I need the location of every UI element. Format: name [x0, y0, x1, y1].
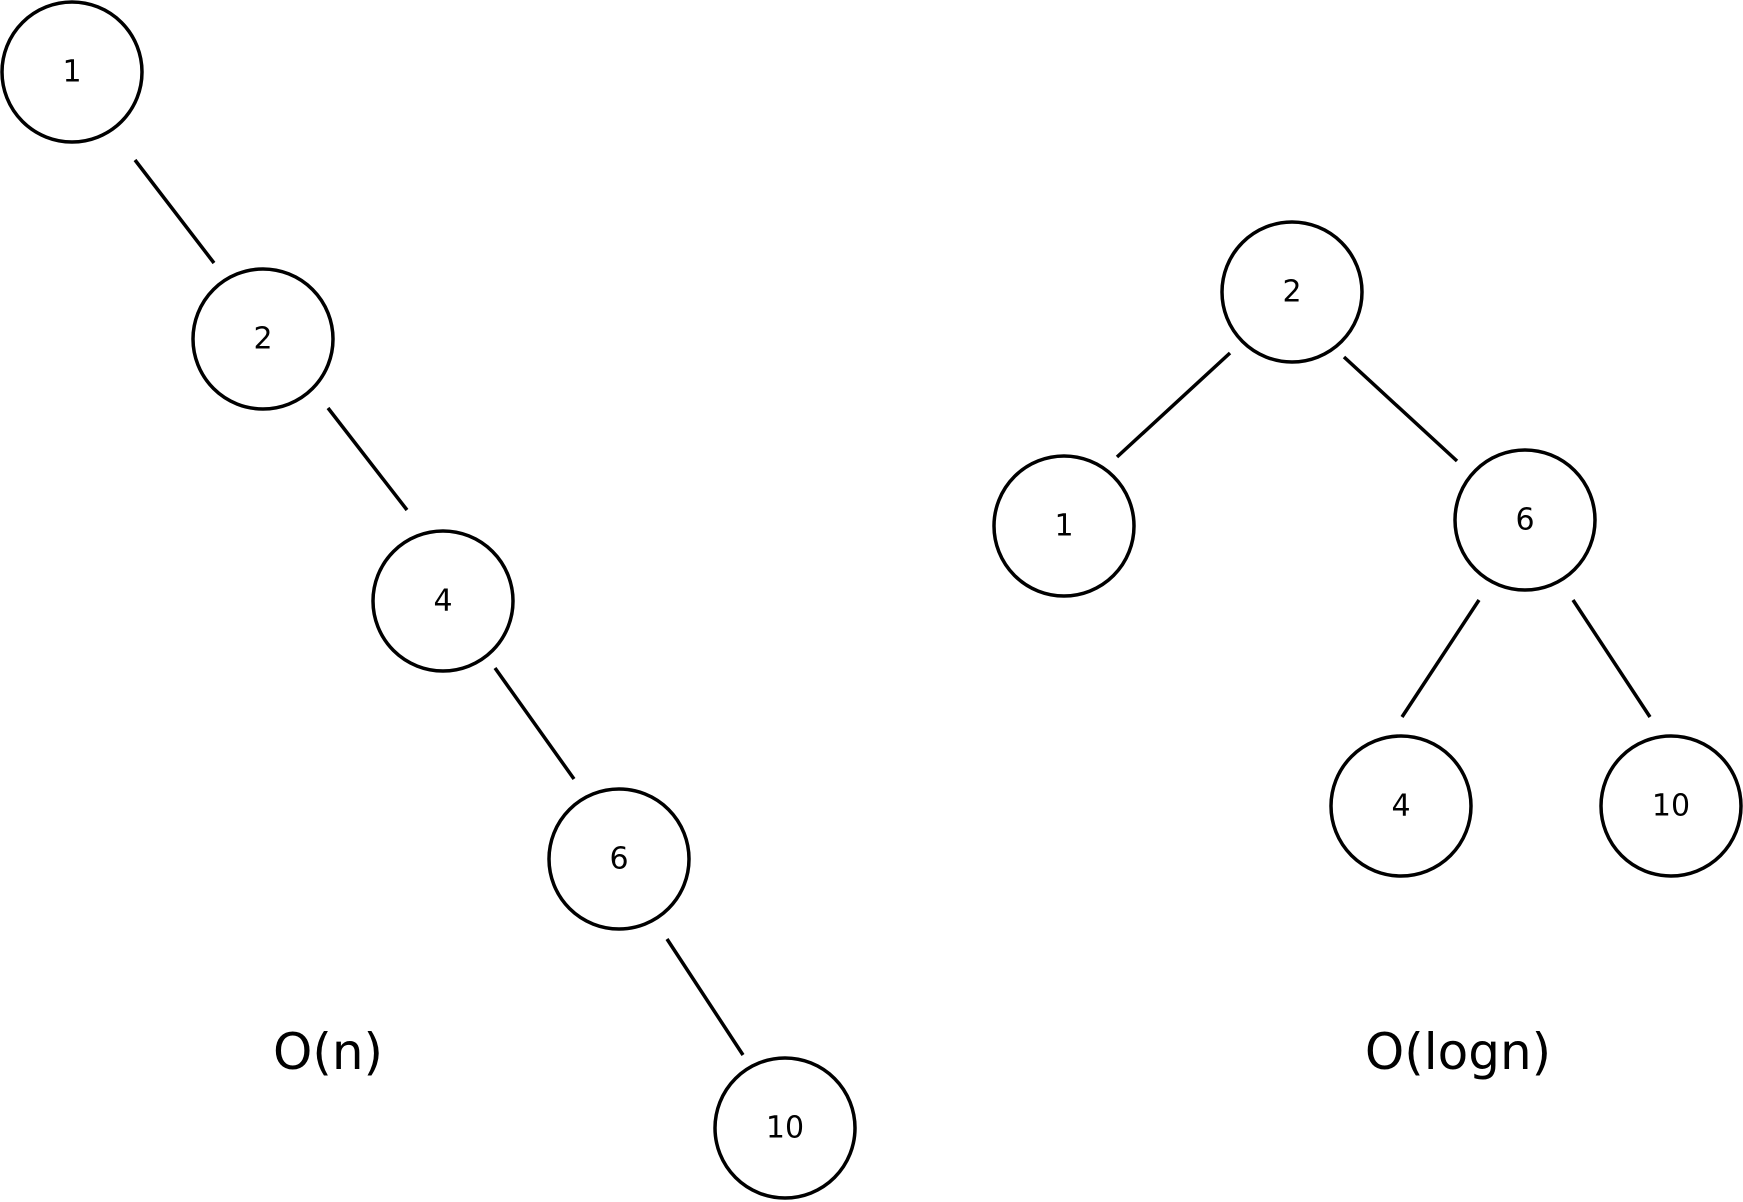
left-node-2-label: 2: [253, 322, 272, 357]
right-tree-caption: O(logn): [1365, 1023, 1551, 1081]
right-node-1-label: 1: [1054, 509, 1073, 544]
right-node-1: 1: [992, 454, 1136, 598]
right-node-4-label: 4: [1391, 789, 1410, 824]
right-edge-6-10: [1571, 599, 1652, 718]
left-tree-caption: O(n): [273, 1023, 383, 1081]
left-node-2: 2: [191, 267, 335, 411]
left-edge-4-6: [493, 666, 576, 781]
right-node-10: 10: [1599, 734, 1743, 878]
right-node-6-label: 6: [1515, 503, 1534, 538]
left-node-10-label: 10: [766, 1111, 804, 1146]
left-edge-1-2: [133, 158, 216, 265]
right-node-4: 4: [1329, 734, 1473, 878]
right-node-2-label: 2: [1282, 275, 1301, 310]
left-node-1: 1: [0, 0, 144, 144]
left-node-6-label: 6: [609, 842, 628, 877]
left-edge-2-4: [326, 406, 409, 512]
left-node-4: 4: [371, 529, 515, 673]
right-edge-6-4: [1400, 599, 1481, 718]
left-edge-6-10: [665, 938, 745, 1056]
right-node-2: 2: [1220, 220, 1364, 364]
left-node-4-label: 4: [433, 584, 452, 619]
left-node-10: 10: [713, 1056, 857, 1200]
right-edge-2-6: [1342, 355, 1459, 463]
right-tree: 2 1 6 4 10 O(logn): [992, 220, 1743, 1081]
left-tree: 1 2 4 6 10 O(n): [0, 0, 857, 1200]
right-node-10-label: 10: [1652, 789, 1690, 824]
left-node-1-label: 1: [62, 55, 81, 90]
left-node-6: 6: [547, 787, 691, 931]
right-node-6: 6: [1453, 448, 1597, 592]
right-edge-2-1: [1115, 351, 1232, 459]
